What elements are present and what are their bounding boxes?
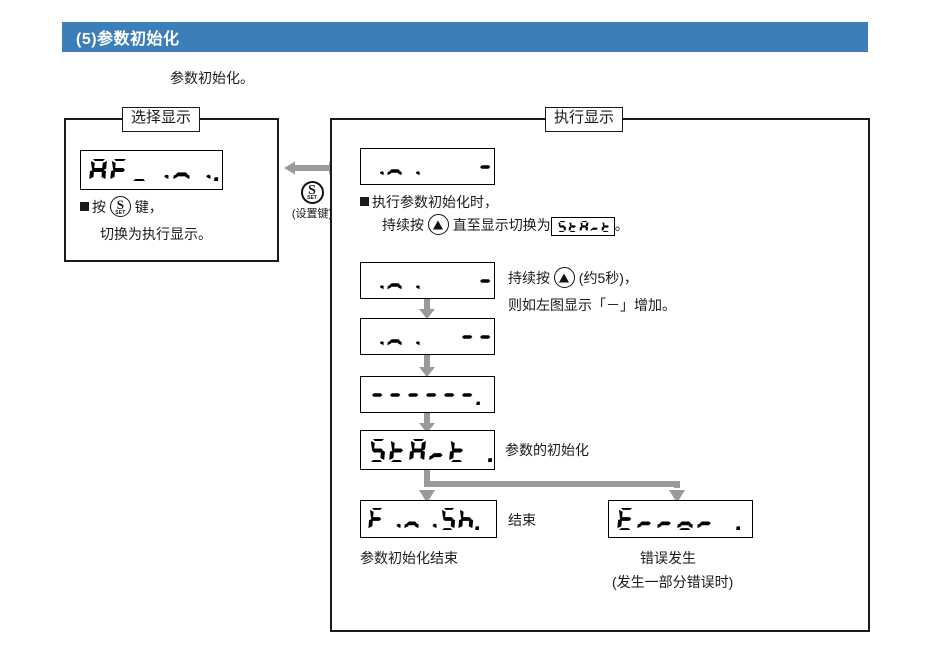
set-key-icon: S SET xyxy=(300,181,324,204)
set-key-sublabel-main: SET xyxy=(307,195,317,201)
exec-note1-line2-b: 直至显示切换为 xyxy=(452,217,551,233)
select-note-suffix: 键， xyxy=(134,199,163,215)
lcd-display-inline-start xyxy=(550,216,615,236)
label-error-line2: (发生一部分错误时) xyxy=(612,574,734,590)
select-panel-note-line1: 按 S SET 键， xyxy=(80,196,163,219)
lcd-display-exec-top xyxy=(360,148,495,185)
lcd-display-step1 xyxy=(360,262,495,299)
select-panel-note-line2: 切换为执行显示。 xyxy=(100,226,212,242)
exec-note1-line1-text: 执行参数初始化时， xyxy=(372,194,498,210)
bidirectional-arrow-icon xyxy=(284,161,340,175)
down-arrow-icon-2 xyxy=(419,355,435,377)
hold-note-line2: 则如左图显示「－」增加。 xyxy=(508,297,676,313)
set-key-glyph-main: S xyxy=(308,183,316,198)
label-finish-right: 结束 xyxy=(508,512,536,528)
lcd-display-start xyxy=(360,430,495,470)
up-key-icon xyxy=(427,214,449,235)
branch-connector-arrow-icon xyxy=(419,470,685,503)
intro-text: 参数初始化。 xyxy=(170,70,254,86)
section-header-bar: (5)参数初始化 xyxy=(62,22,868,52)
bullet-square-icon-2 xyxy=(360,197,369,206)
set-key-glyph: S xyxy=(116,197,124,212)
select-note-prefix: 按 xyxy=(92,199,106,215)
lcd-display-finish xyxy=(360,500,497,538)
lcd-display-error xyxy=(608,500,753,538)
label-start: 参数的初始化 xyxy=(505,442,589,458)
hold-note-line1: 持续按 (约5秒)， xyxy=(508,267,638,290)
set-key-label: (设置键) xyxy=(291,208,333,220)
exec-display-panel-tab: 执行显示 xyxy=(545,107,624,132)
lcd-display-step2 xyxy=(360,318,495,355)
label-finish-below: 参数初始化结束 xyxy=(360,550,458,566)
set-key-sublabel: SET xyxy=(115,210,126,216)
exec-note1-line2: 持续按 直至显示切换为 。 xyxy=(382,214,629,237)
lcd-display-dashes xyxy=(360,376,495,413)
set-key-icon-inline: S SET xyxy=(109,196,131,217)
set-key-cluster: S SET (设置键) xyxy=(282,160,342,221)
label-error-line1: 错误发生 xyxy=(640,550,696,566)
lcd-display-af-ini xyxy=(80,150,223,190)
exec-note1-line1: 执行参数初始化时， xyxy=(360,192,498,214)
down-arrow-icon-3 xyxy=(419,413,435,433)
down-arrow-icon-1 xyxy=(419,299,435,319)
up-key-icon-2 xyxy=(553,267,575,288)
section-header-title: (5)参数初始化 xyxy=(76,31,180,48)
exec-note1-line2-a: 持续按 xyxy=(382,217,424,233)
hold-note-line1-a: 持续按 xyxy=(508,270,550,286)
exec-note1-line2-c: 。 xyxy=(614,217,629,233)
exec-display-panel xyxy=(330,118,870,632)
hold-note-line1-b: (约5秒)， xyxy=(578,270,638,286)
bullet-square-icon xyxy=(80,202,89,211)
select-display-panel-tab: 选择显示 xyxy=(122,107,201,132)
